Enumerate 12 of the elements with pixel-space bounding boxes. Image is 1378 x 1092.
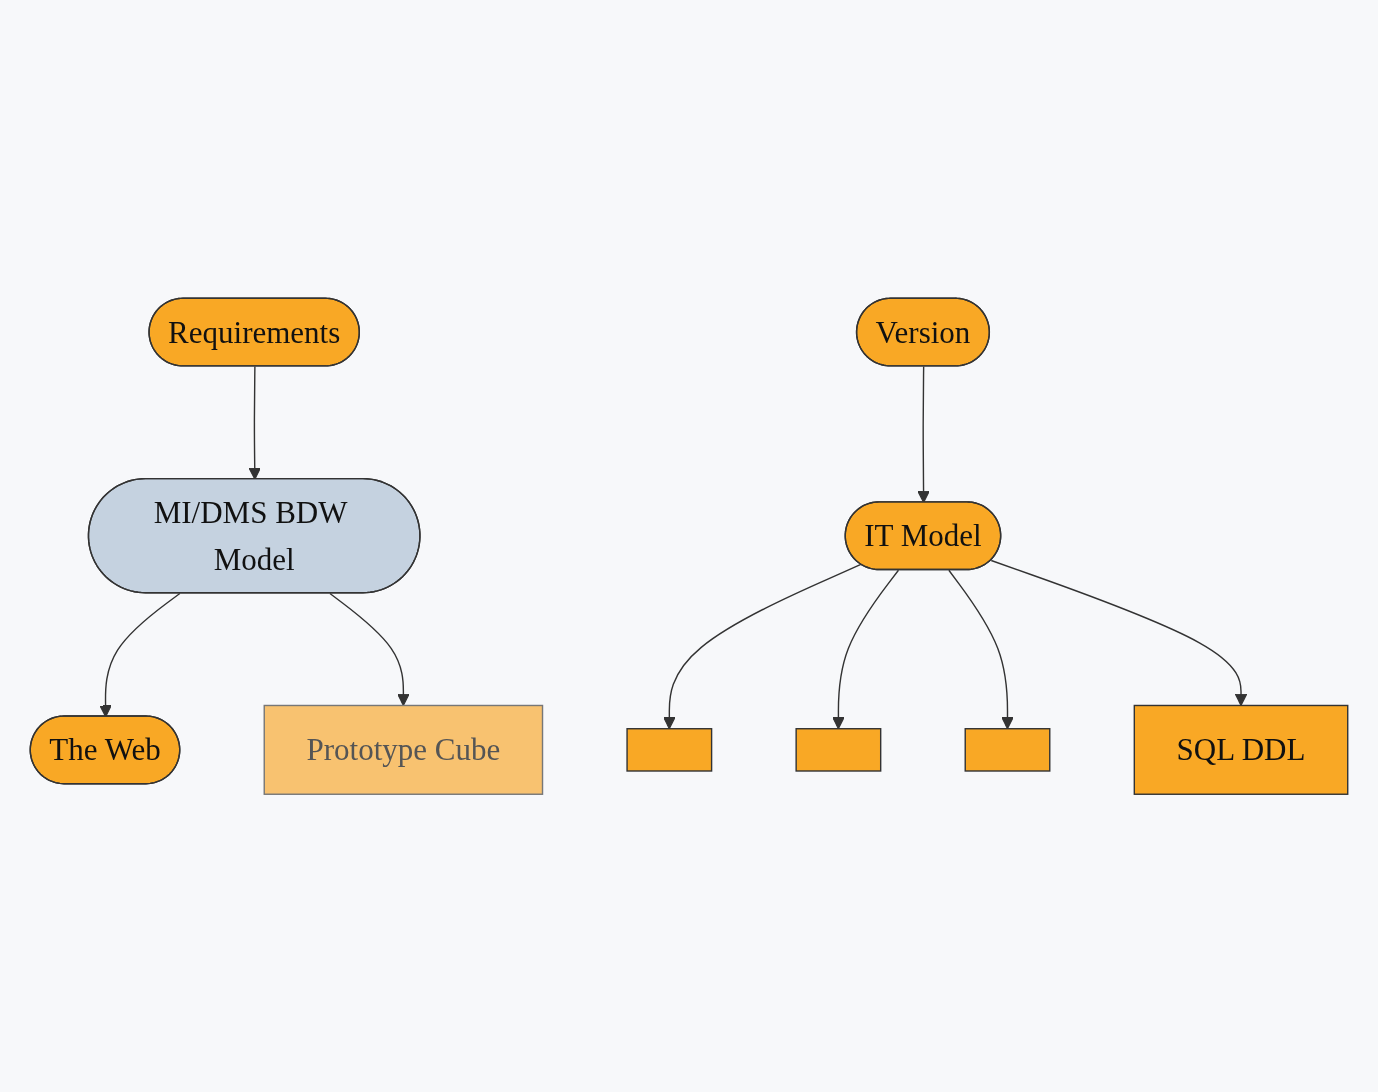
node-box (795, 727, 882, 772)
arrow (248, 365, 261, 480)
node-box (964, 727, 1051, 772)
arrow (329, 592, 410, 706)
arrow (948, 569, 1014, 729)
arrow (663, 563, 862, 729)
node-box (626, 727, 713, 772)
arrow (832, 569, 900, 729)
node-box: SQL DDL (1133, 704, 1349, 795)
arrow (917, 365, 930, 503)
arrow (990, 559, 1248, 706)
node-box: Prototype Cube (263, 704, 544, 795)
